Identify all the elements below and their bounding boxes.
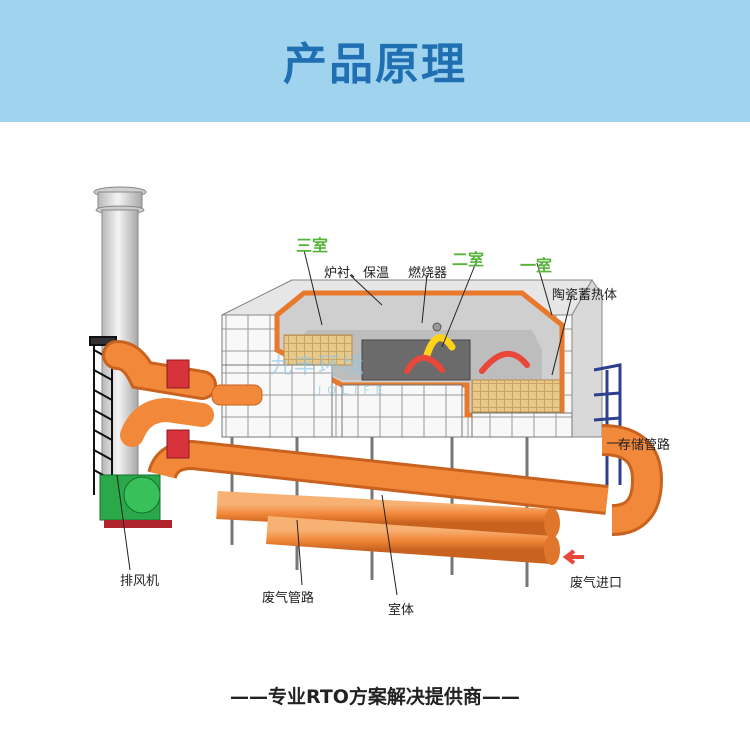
- label-fan: 排风机: [120, 570, 159, 589]
- label-ceramic: 陶瓷蓄热体: [552, 284, 617, 303]
- page-title: 产品原理: [0, 28, 750, 92]
- label-chamber-body: 室体: [388, 599, 414, 618]
- rto-diagram: [72, 175, 682, 620]
- label-lining: 炉衬、保温: [324, 262, 389, 281]
- label-inlet: 废气进口: [570, 572, 622, 591]
- label-chamber3: 三室: [296, 232, 328, 256]
- label-chamber2: 二室: [452, 246, 484, 270]
- watermark-logo: 九丰环境: [270, 348, 366, 380]
- label-storage-pipe: 存储管路: [618, 434, 670, 453]
- label-exhaust-pipe: 废气管路: [262, 587, 314, 606]
- label-burner: 燃烧器: [408, 262, 447, 281]
- inlet-arrow: [566, 551, 584, 563]
- exhaust-fan: [100, 475, 172, 528]
- label-chamber1: 一室: [520, 252, 552, 276]
- footer-tagline: ——专业RTO方案解决提供商——: [0, 682, 750, 709]
- header-banner: 产品原理: [0, 0, 750, 122]
- watermark-sub: JOLIFE: [318, 384, 389, 397]
